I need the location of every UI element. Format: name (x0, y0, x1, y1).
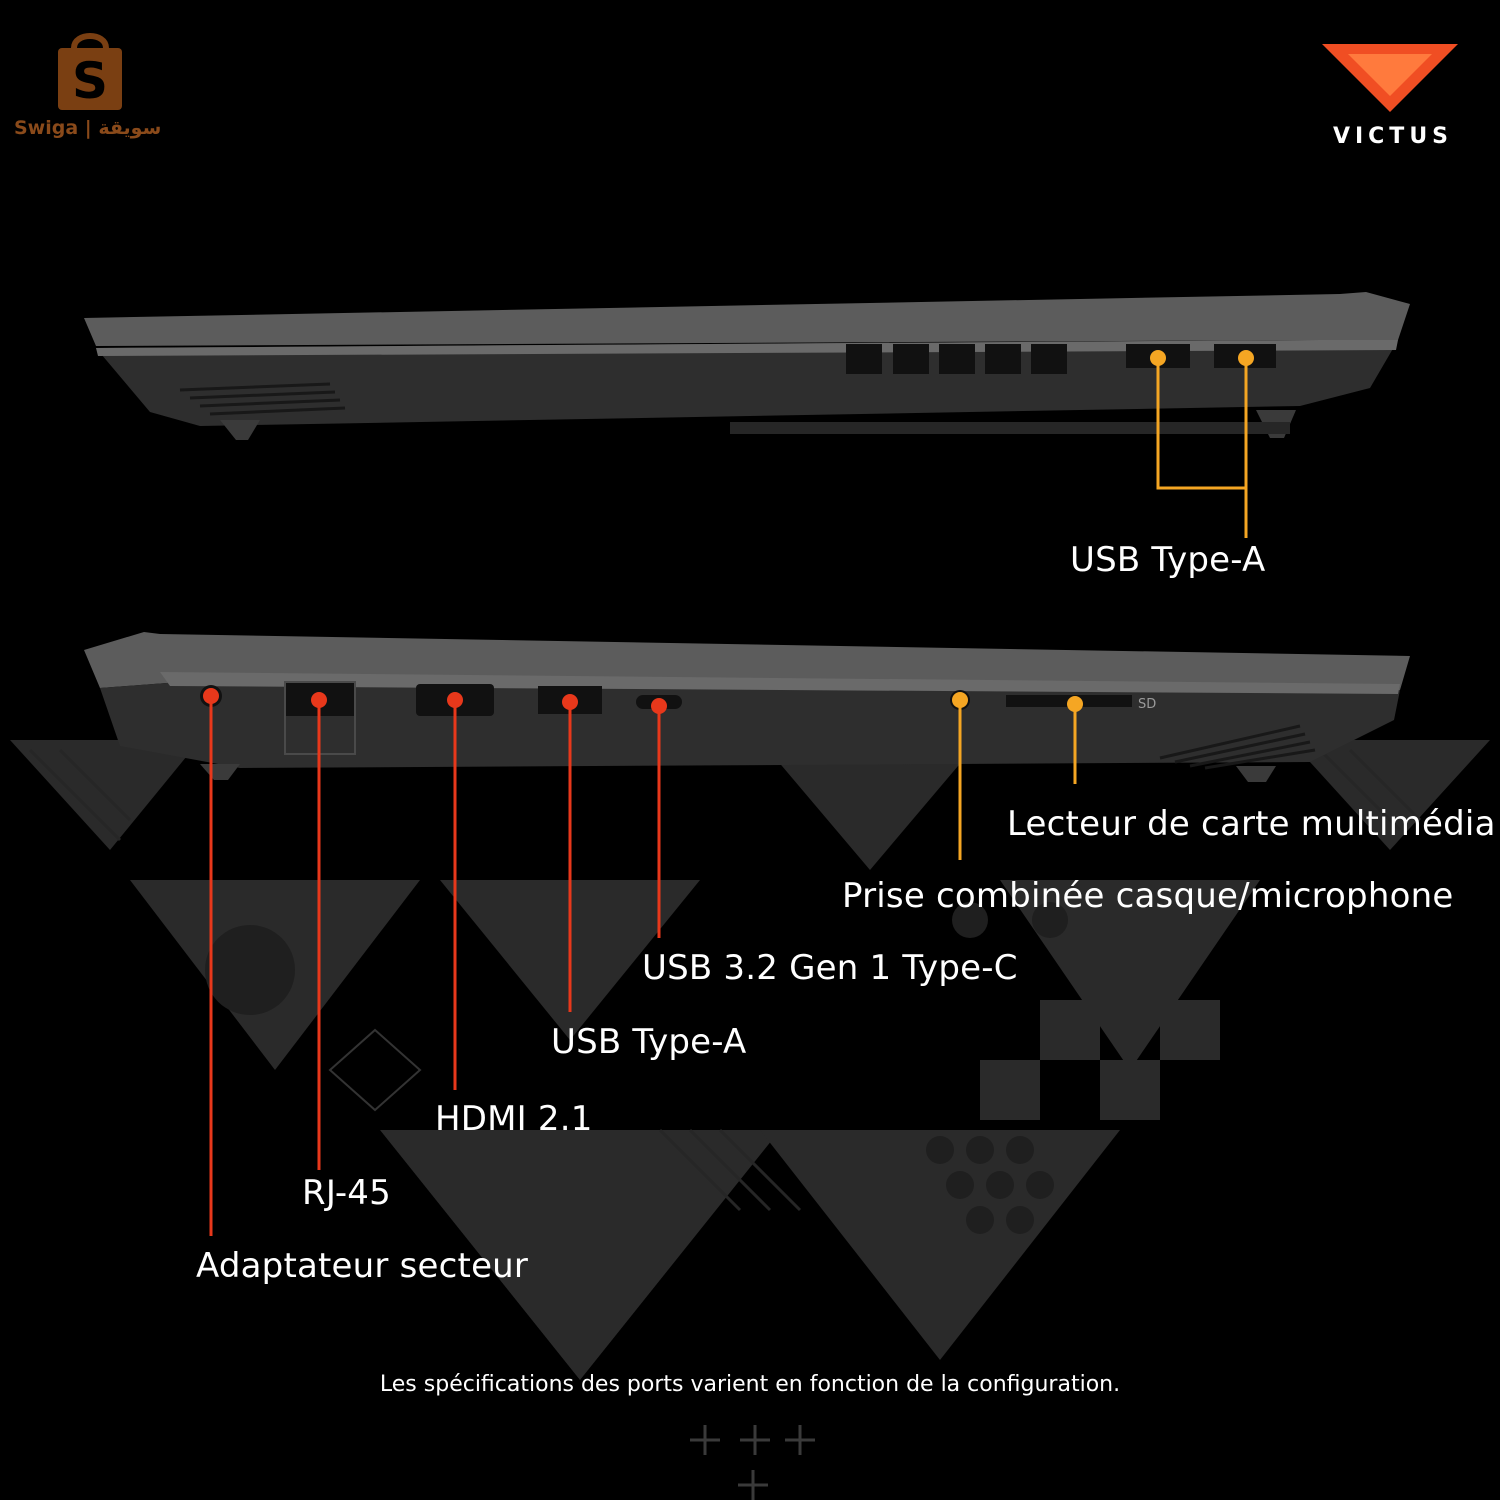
label-power-adapter: Adaptateur secteur (196, 1246, 529, 1286)
sd-glyph: SD (1138, 697, 1156, 712)
brand-logo-text: VICTUS (1332, 124, 1454, 149)
footnote: Les spécifications des ports varient en … (379, 1372, 1121, 1397)
label-hdmi: HDMI 2.1 (435, 1099, 593, 1139)
svg-text:S: S (72, 52, 108, 110)
victus-v-icon (1322, 44, 1458, 112)
label-usb-type-a-top: USB Type-A (1070, 540, 1266, 580)
store-logo-text: Swiga | سويقة (14, 117, 162, 139)
label-usb-type-a-bottom: USB Type-A (551, 1022, 747, 1062)
label-rj45: RJ-45 (302, 1173, 391, 1213)
laptop-right-side-view (84, 292, 1410, 440)
label-combo-jack: Prise combinée casque/microphone (842, 876, 1454, 916)
laptop-left-side-view: SD (84, 632, 1410, 782)
shopping-bag-s-icon: S (58, 33, 122, 110)
label-card-reader: Lecteur de carte multimédia (1007, 804, 1496, 844)
label-usb-c: USB 3.2 Gen 1 Type-C (642, 948, 1018, 988)
